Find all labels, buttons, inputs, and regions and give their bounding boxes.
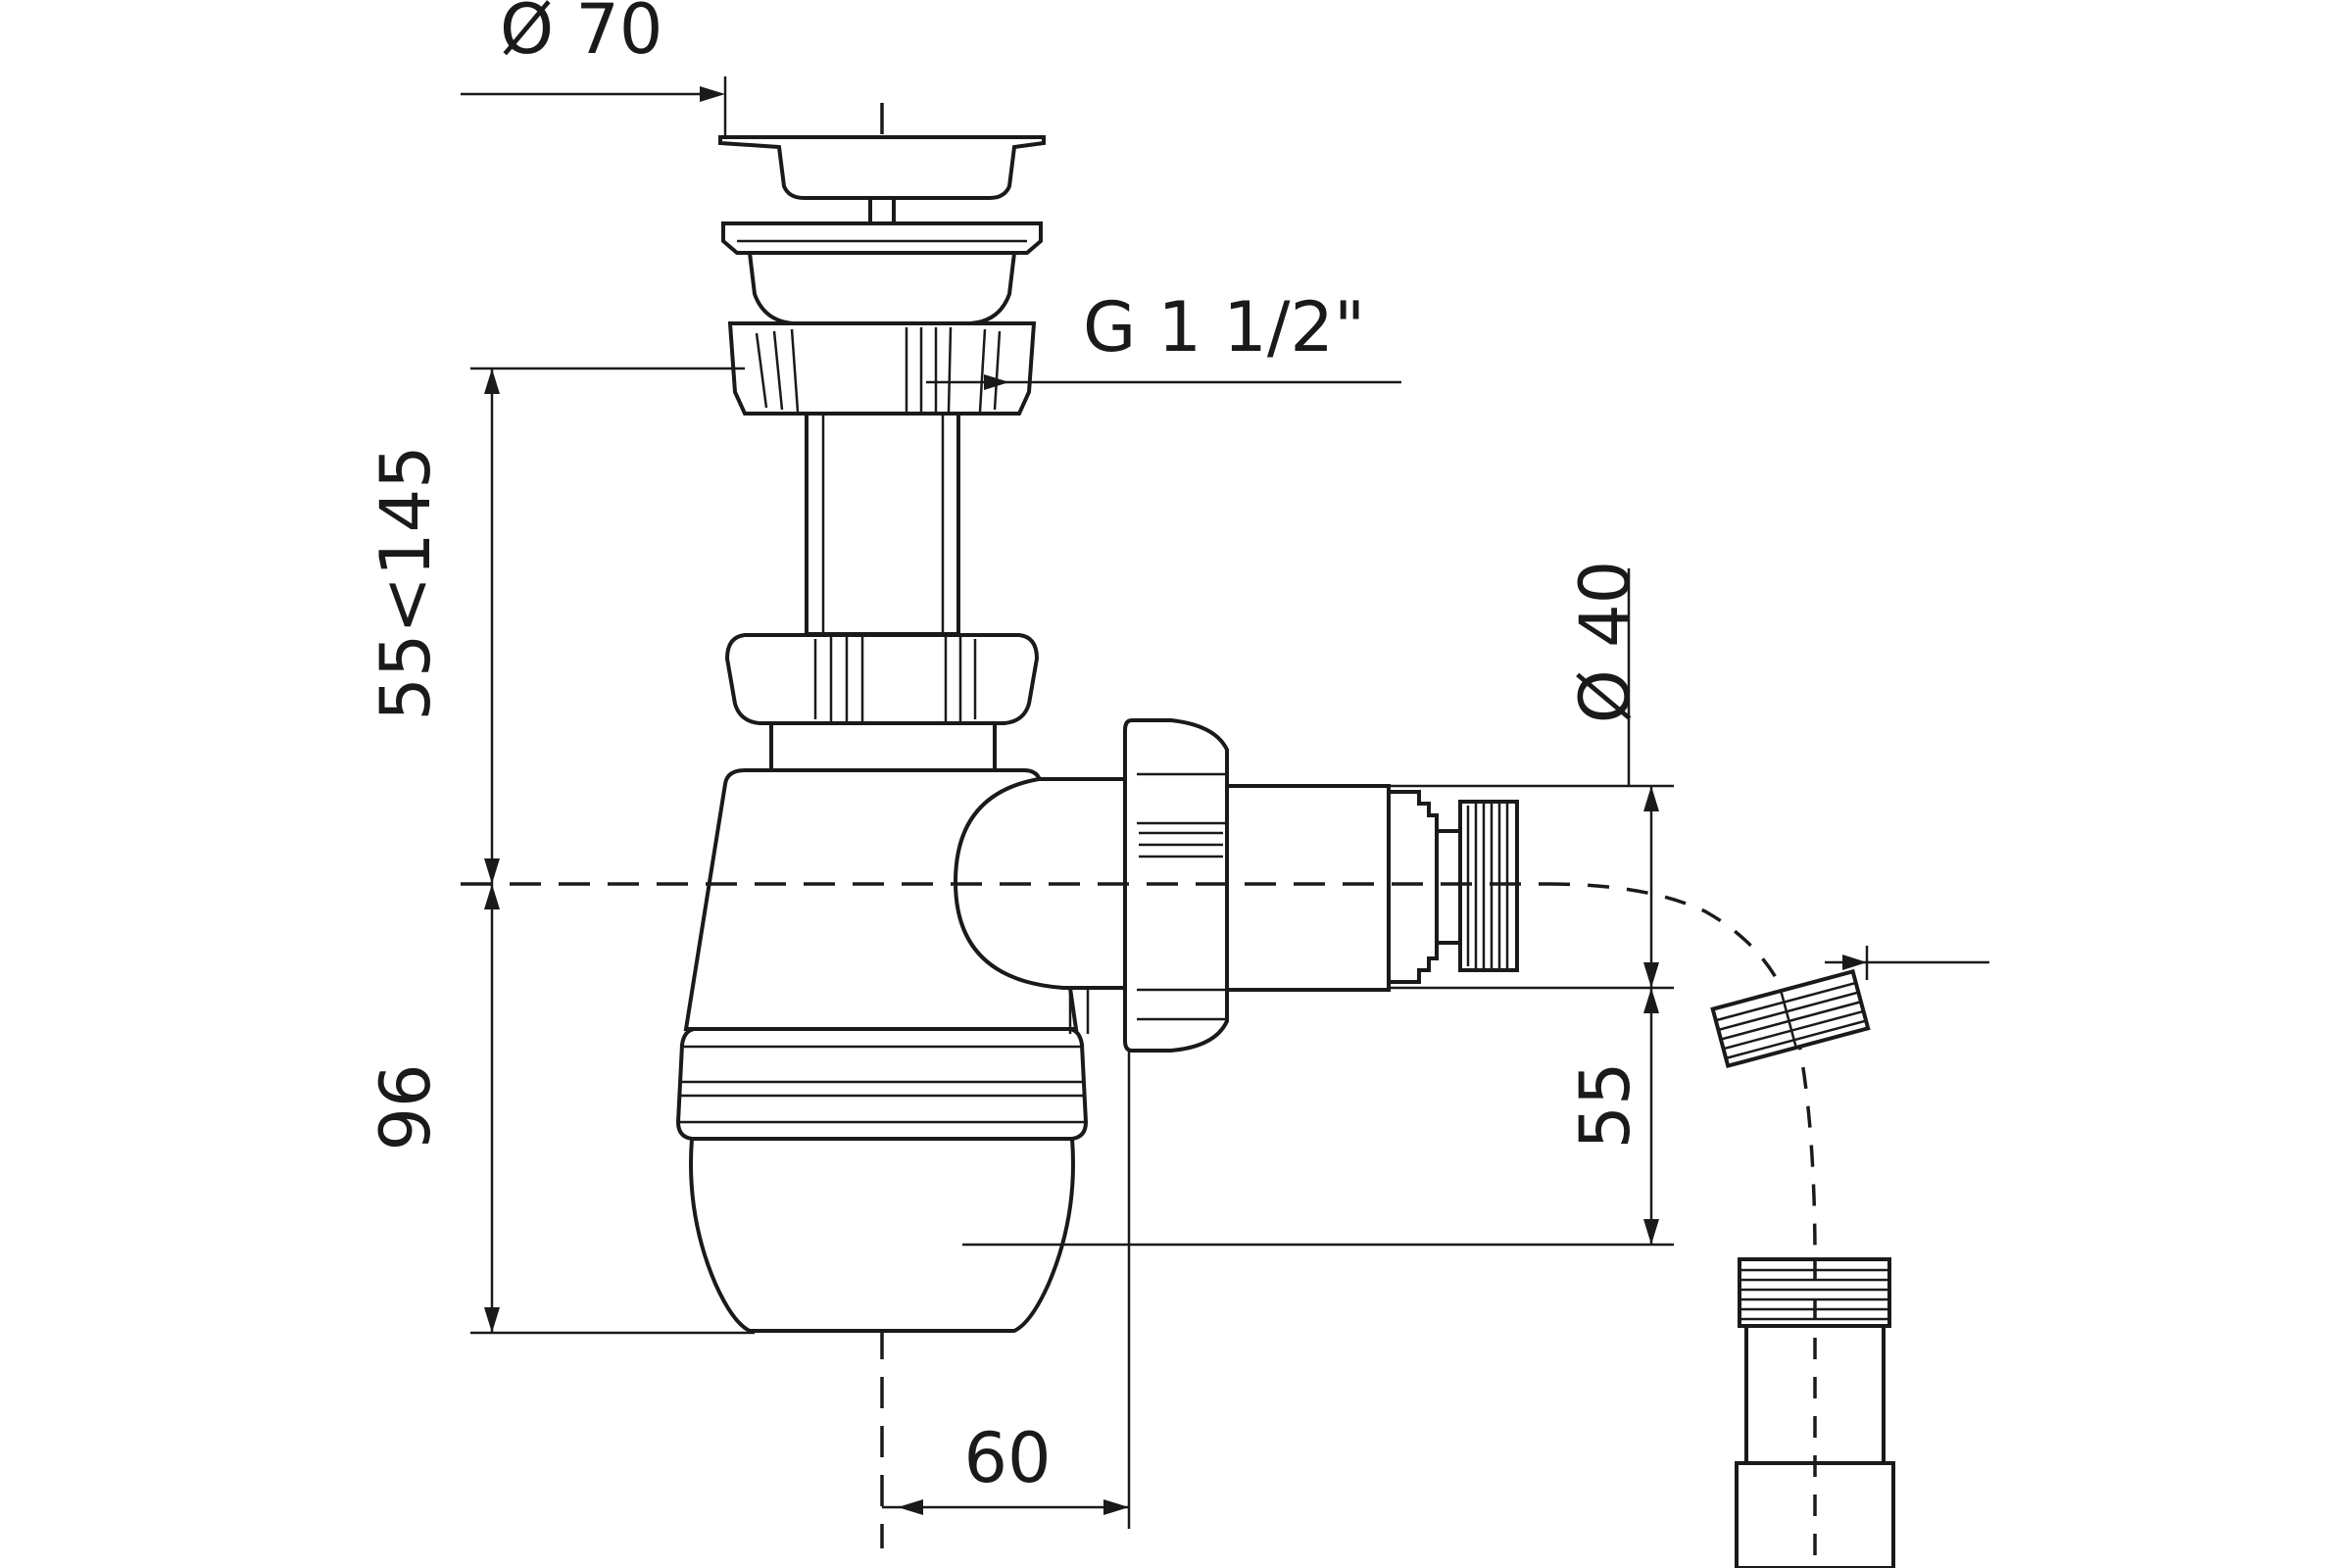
dimension-thread-lines <box>926 374 1401 390</box>
dimension-outlet-diameter-lines <box>1389 568 1674 990</box>
strainer-cap <box>718 135 1046 237</box>
dimension-outlet-height-lines <box>962 988 1674 1247</box>
label-strainer-diameter: Ø 70 <box>500 0 662 70</box>
angled-threaded-fitting <box>1710 968 1871 1069</box>
dimension-trap-depth-lines <box>470 884 755 1335</box>
vertical-tube <box>805 412 960 636</box>
upper-nut <box>727 321 1037 416</box>
dimension-hose-arrow <box>1825 946 1989 980</box>
label-trap-depth: 96 <box>366 1063 446 1151</box>
label-outlet-diameter: Ø 40 <box>1565 561 1645 723</box>
label-outlet-height: 55 <box>1565 1061 1645 1149</box>
hose-path-hidden <box>1547 882 1817 1260</box>
label-thread: G 1 1/2" <box>1083 287 1365 368</box>
dimension-strainer-diameter-lines <box>461 76 727 137</box>
dimension-height-adjust-lines <box>470 367 745 884</box>
outlet-elbow <box>953 777 1134 1034</box>
nut-collar <box>769 721 997 772</box>
dimension-offset-lines <box>882 1051 1131 1529</box>
lower-nut <box>724 633 1040 725</box>
outlet-tube <box>1225 784 1519 992</box>
label-height-adjust: 55<145 <box>366 445 446 720</box>
label-offset: 60 <box>963 1418 1051 1498</box>
strainer-flange <box>721 221 1043 325</box>
